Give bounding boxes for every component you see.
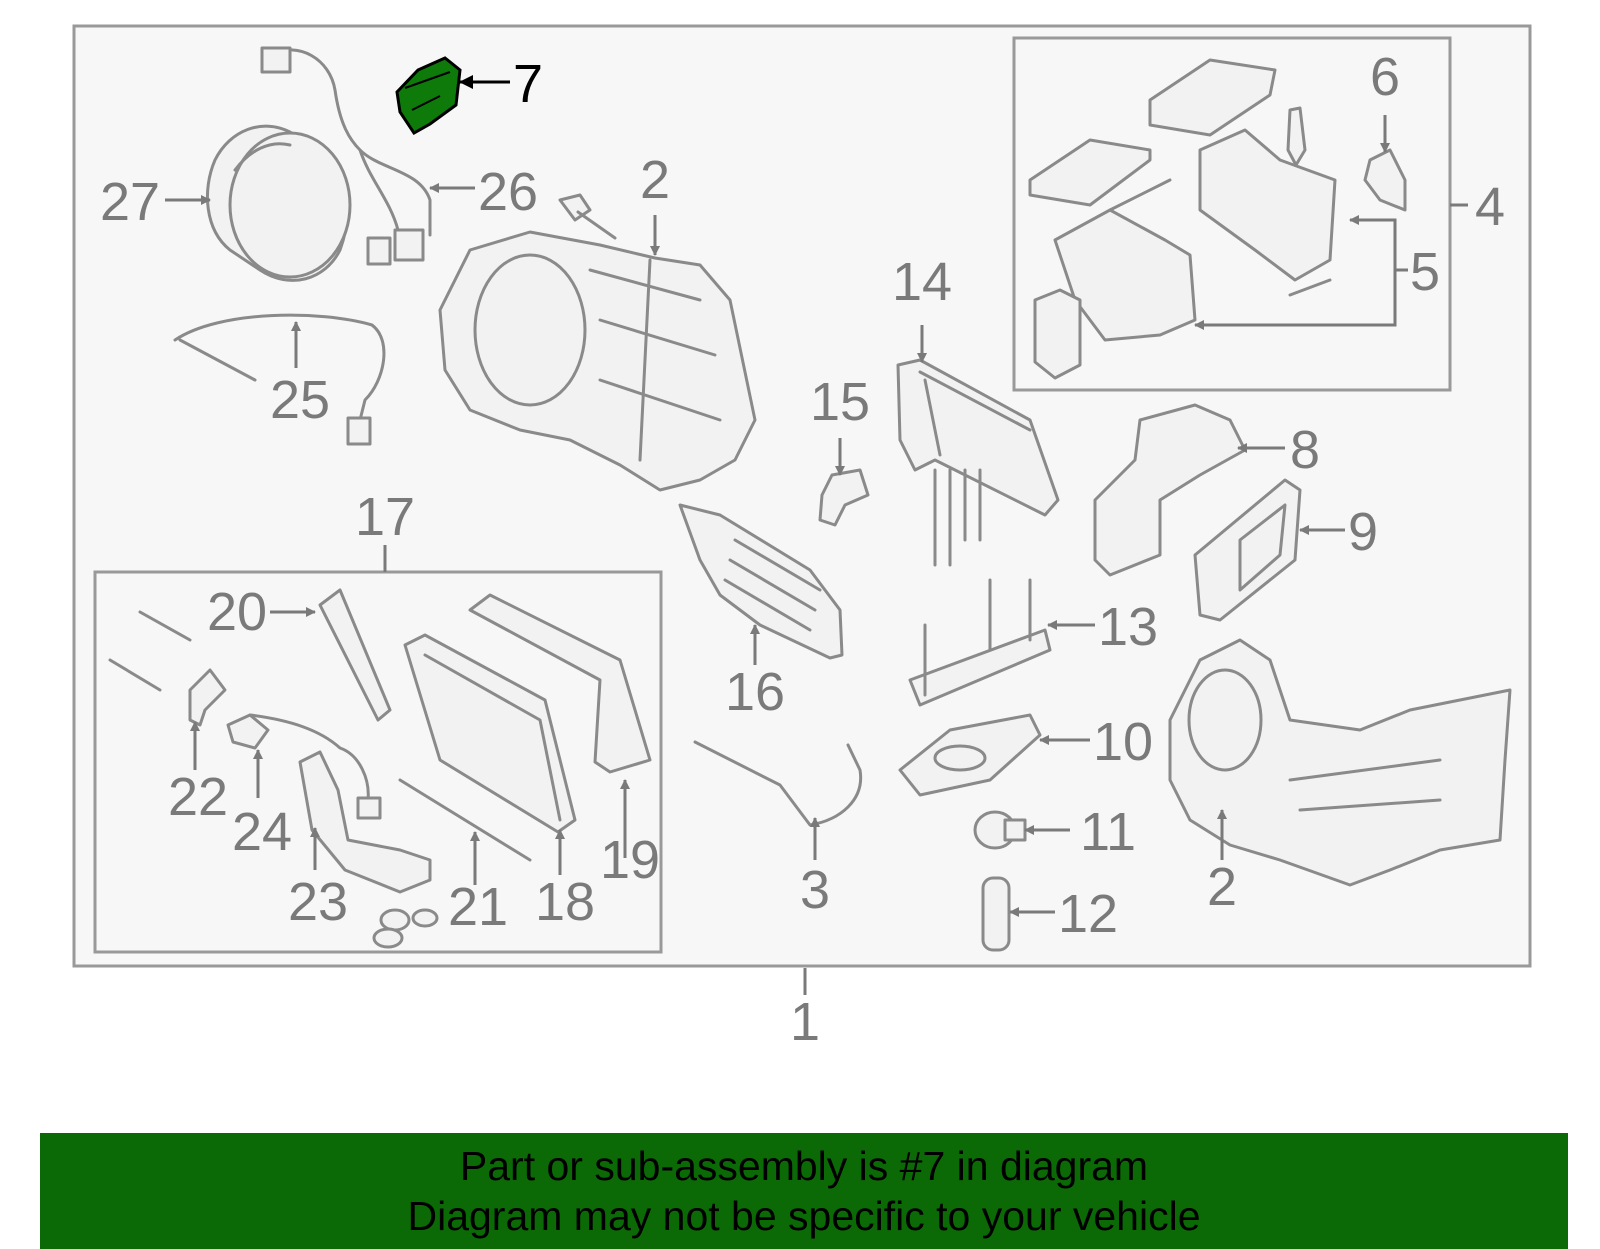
callout-18[interactable]: 18 <box>535 872 595 932</box>
callout-2-lower[interactable]: 2 <box>1207 857 1237 917</box>
callout-13[interactable]: 13 <box>1098 597 1158 657</box>
callout-6[interactable]: 6 <box>1370 47 1400 107</box>
callout-22[interactable]: 22 <box>168 767 228 827</box>
callout-24[interactable]: 24 <box>232 802 292 862</box>
callout-17[interactable]: 17 <box>355 487 415 547</box>
subassembly-17-parts <box>108 588 652 949</box>
callout-14[interactable]: 14 <box>892 252 952 312</box>
part-12-tube <box>981 876 1011 952</box>
callout-labels: 1 2 2 3 4 5 6 7 8 9 10 11 12 13 14 15 16… <box>100 47 1505 1052</box>
screw-upper <box>558 193 617 240</box>
part-15-bracket <box>818 468 870 527</box>
callout-10[interactable]: 10 <box>1093 712 1153 772</box>
callout-2-upper[interactable]: 2 <box>640 150 670 210</box>
callout-5[interactable]: 5 <box>1410 242 1440 302</box>
part-11-grommet <box>973 810 1027 850</box>
callout-15[interactable]: 15 <box>810 372 870 432</box>
info-banner: Part or sub-assembly is #7 in diagram Di… <box>40 1133 1568 1249</box>
callout-8[interactable]: 8 <box>1290 420 1320 480</box>
part-27-blower-motor <box>205 124 352 282</box>
callout-3[interactable]: 3 <box>800 860 830 920</box>
banner-line-disclaimer: Diagram may not be specific to your vehi… <box>407 1193 1201 1239</box>
callout-4[interactable]: 4 <box>1475 177 1505 237</box>
callout-27[interactable]: 27 <box>100 172 160 232</box>
callout-16[interactable]: 16 <box>725 662 785 722</box>
callout-23[interactable]: 23 <box>288 872 348 932</box>
callout-21[interactable]: 21 <box>448 877 508 937</box>
callout-12[interactable]: 12 <box>1058 884 1118 944</box>
callout-19[interactable]: 19 <box>600 830 660 890</box>
part-13-bracket <box>908 578 1052 707</box>
callout-26[interactable]: 26 <box>478 162 538 222</box>
callout-20[interactable]: 20 <box>207 582 267 642</box>
part-25-wire <box>173 313 386 446</box>
callout-1[interactable]: 1 <box>790 992 820 1052</box>
parts-diagram: 1 2 2 3 4 5 6 7 8 9 10 11 12 13 14 15 16… <box>72 24 1532 1052</box>
callout-25[interactable]: 25 <box>270 370 330 430</box>
callout-9[interactable]: 9 <box>1348 502 1378 562</box>
part-7-actuator[interactable] <box>395 56 462 135</box>
banner-line-part: Part or sub-assembly is #7 in diagram <box>459 1143 1149 1189</box>
part-14-core <box>896 358 1060 567</box>
leader-lines <box>165 75 1468 995</box>
subassembly-4-parts <box>1028 58 1407 380</box>
part-8-duct <box>1093 403 1247 577</box>
part-9-filter <box>1193 478 1302 622</box>
part-2-upper-housing <box>438 230 757 492</box>
part-2-lower-housing <box>1168 638 1512 887</box>
part-16-cover <box>678 503 844 660</box>
callout-11[interactable]: 11 <box>1080 802 1136 862</box>
part-26-wiring-harness <box>260 46 432 266</box>
callout-7[interactable]: 7 <box>513 54 543 114</box>
